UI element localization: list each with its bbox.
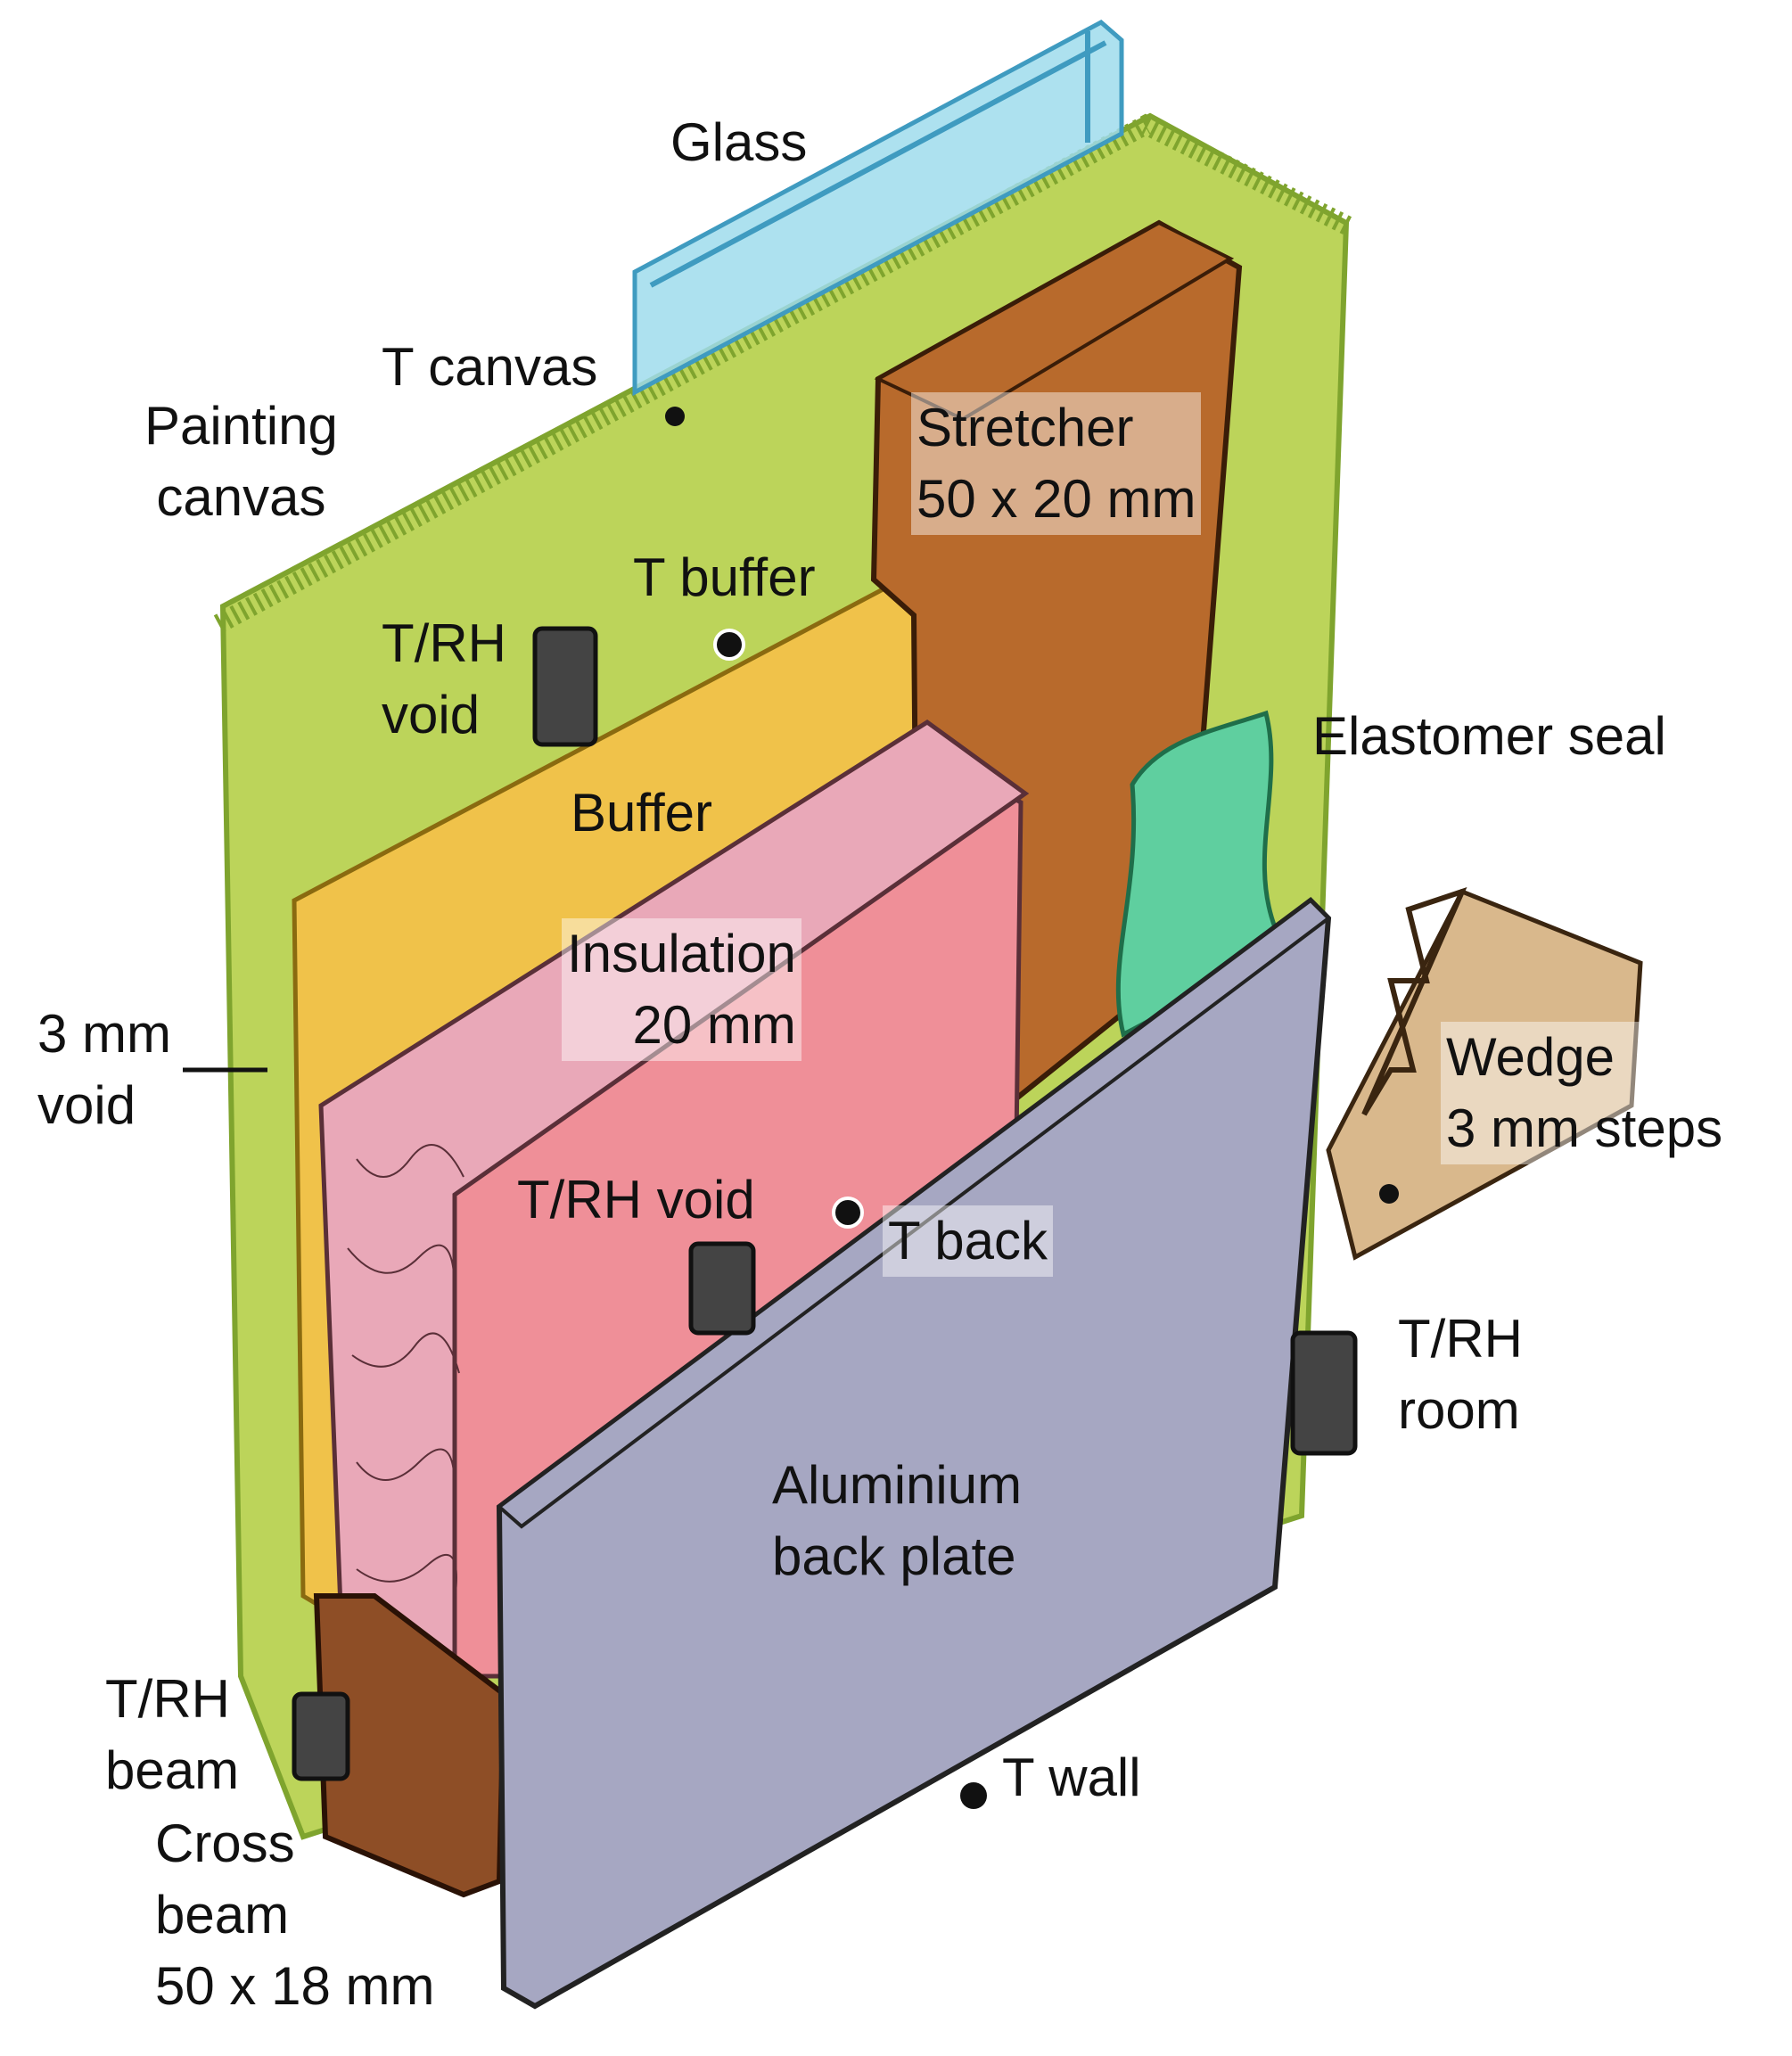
label-insulation-line1: Insulation xyxy=(562,918,801,990)
label-insulation: Insulation 20 mm xyxy=(562,918,801,1061)
label-wedge: Wedge 3 mm steps xyxy=(1441,1022,1729,1164)
trh-room-sensor xyxy=(1290,1330,1358,1456)
label-elastomer-seal-text: Elastomer seal xyxy=(1312,706,1666,766)
label-elastomer-seal: Elastomer seal xyxy=(1312,701,1666,772)
label-trh-room-line1: T/RH xyxy=(1398,1309,1523,1369)
label-painting-canvas-line1: Painting xyxy=(144,396,338,456)
label-buffer-text: Buffer xyxy=(571,783,712,843)
label-trh-beam-line1: T/RH xyxy=(105,1669,230,1729)
label-t-canvas-text: T canvas xyxy=(382,337,598,397)
label-painting-canvas: Painting canvas xyxy=(144,391,338,533)
label-trh-void-mid-text: T/RH void xyxy=(517,1170,755,1229)
label-three-mm-void-line2: void xyxy=(37,1075,136,1135)
label-cross-beam: Cross beam 50 x 18 mm xyxy=(155,1808,434,2022)
label-trh-void-mid: T/RH void xyxy=(517,1164,755,1236)
label-cross-beam-line1: Cross xyxy=(155,1813,295,1873)
label-aluminium-back-plate: Aluminium back plate xyxy=(772,1450,1022,1592)
glass-pane xyxy=(632,19,1124,397)
label-stretcher-line1: Stretcher xyxy=(911,392,1202,464)
label-stretcher-line2: 50 x 20 mm xyxy=(911,464,1202,535)
label-aluminium-line1: Aluminium xyxy=(772,1455,1023,1515)
trh-void-top-sensor xyxy=(532,626,598,747)
label-painting-canvas-line2: canvas xyxy=(156,467,326,527)
label-glass: Glass xyxy=(670,107,807,178)
label-t-wall: T wall xyxy=(1002,1742,1141,1813)
label-trh-void-top-line1: T/RH xyxy=(382,613,506,673)
label-wedge-line2: 3 mm steps xyxy=(1441,1093,1729,1164)
label-trh-beam: T/RH beam xyxy=(105,1664,239,1806)
wedge-steps xyxy=(1361,887,1467,1116)
t-canvas-probe xyxy=(665,407,685,426)
label-cross-beam-line3: 50 x 18 mm xyxy=(155,1956,435,2016)
trh-beam-sensor xyxy=(292,1691,350,1781)
label-trh-room: T/RH room xyxy=(1398,1304,1523,1446)
back-plate-edge xyxy=(496,898,1332,1529)
label-wedge-line1: Wedge xyxy=(1441,1022,1729,1093)
label-t-wall-text: T wall xyxy=(1002,1748,1141,1807)
cross-beam xyxy=(313,1593,507,1898)
label-stretcher: Stretcher 50 x 20 mm xyxy=(911,392,1202,535)
trh-void-mid-sensor xyxy=(688,1241,756,1336)
wedge-probe xyxy=(1379,1184,1399,1204)
painting-canvas-edge xyxy=(213,113,1355,633)
label-aluminium-line2: back plate xyxy=(772,1526,1016,1586)
label-insulation-line2: 20 mm xyxy=(562,990,801,1061)
wedge-block xyxy=(1326,888,1643,1261)
label-trh-void-top: T/RH void xyxy=(382,608,506,751)
label-t-buffer: T buffer xyxy=(633,542,816,613)
insulation-texture xyxy=(347,1144,464,1601)
t-back-probe xyxy=(832,1197,864,1229)
label-t-back: T back xyxy=(883,1205,1053,1277)
label-t-back-text: T back xyxy=(883,1205,1053,1277)
label-t-buffer-text: T buffer xyxy=(633,547,816,607)
t-buffer-probe xyxy=(713,629,745,661)
label-glass-text: Glass xyxy=(670,112,808,172)
label-trh-room-line2: room xyxy=(1398,1380,1520,1440)
glass-edge-line xyxy=(649,40,1107,288)
stretcher-top-face xyxy=(874,220,1235,422)
t-wall-probe xyxy=(960,1782,987,1809)
label-t-canvas: T canvas xyxy=(382,332,597,403)
label-three-mm-void: 3 mm void xyxy=(37,999,171,1141)
label-buffer: Buffer xyxy=(571,777,712,849)
label-trh-void-top-line2: void xyxy=(382,685,481,744)
label-three-mm-void-line1: 3 mm xyxy=(37,1004,171,1064)
label-trh-beam-line2: beam xyxy=(105,1740,240,1800)
label-cross-beam-line2: beam xyxy=(155,1885,290,1945)
